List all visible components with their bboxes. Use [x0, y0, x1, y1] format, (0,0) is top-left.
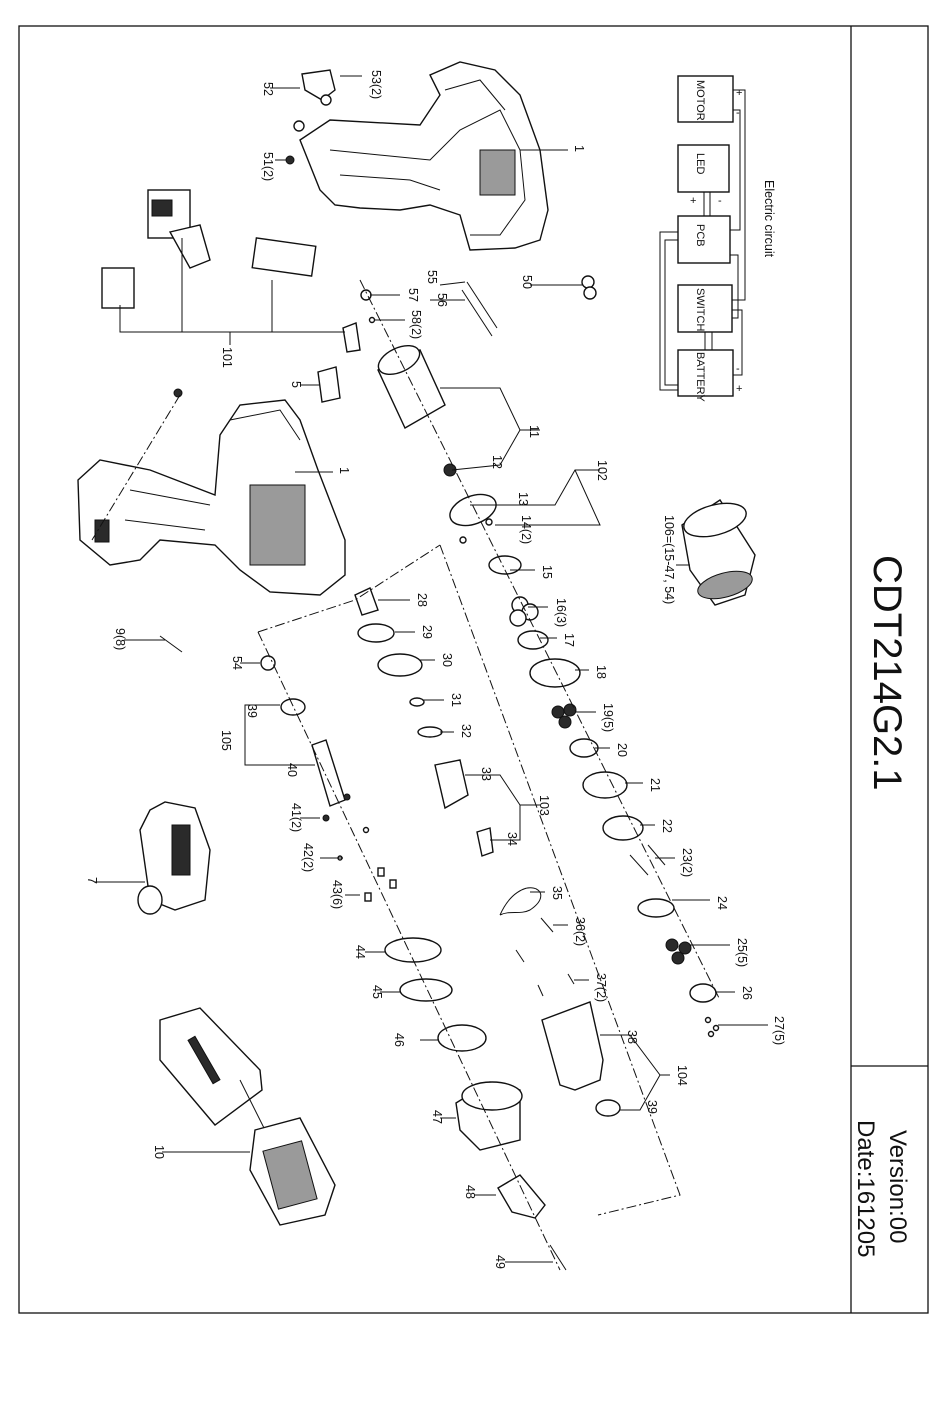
- callout-101: 101: [220, 347, 234, 368]
- circuit-sign-5: -: [736, 363, 740, 375]
- callout-29: 29: [420, 625, 434, 639]
- callout-104: 104: [675, 1065, 689, 1086]
- callout-58: 58(2): [409, 310, 423, 339]
- motor: [377, 344, 522, 575]
- callout-18: 18: [594, 665, 608, 679]
- callout-102: 102: [595, 460, 609, 481]
- front-housing-and-chuck: [455, 1001, 621, 1271]
- circuit-block-motor: MOTOR: [694, 80, 706, 121]
- callout-52: 52: [261, 82, 275, 96]
- electric-circuit: Electric circuit MOTOR LED PCB SWITCH BA…: [659, 75, 776, 402]
- circuit-sign-6: +: [736, 383, 742, 395]
- circuit-block-led: LED: [694, 153, 706, 174]
- circuit-sign-4: -: [718, 195, 722, 207]
- callout-23: 23(2): [680, 848, 694, 877]
- housing-half-left: [77, 399, 346, 596]
- callout-37: 37(2): [594, 973, 608, 1002]
- callout-17: 17: [562, 633, 576, 647]
- callout-51: 51(2): [261, 152, 275, 181]
- callout-10: 10: [152, 1145, 166, 1159]
- circuit-block-switch: SWITCH: [694, 288, 706, 331]
- callout-39-front: 39: [645, 1100, 659, 1114]
- callout-26: 26: [740, 986, 754, 1000]
- model-number: CDT214G2.1: [865, 555, 909, 791]
- callout-25: 25(5): [735, 938, 749, 967]
- callout-14: 14(2): [519, 515, 533, 544]
- small-parts: [159, 69, 597, 653]
- circuit-sign-1: +: [736, 87, 742, 99]
- callout-9: 9(8): [113, 628, 127, 650]
- circuit-block-pcb: PCB: [694, 224, 706, 247]
- callout-38: 38: [625, 1030, 639, 1044]
- callout-46: 46: [392, 1033, 406, 1047]
- callout-12: 12: [490, 455, 504, 469]
- callout-105: 105: [219, 730, 233, 751]
- housing-half-right: [299, 61, 549, 251]
- callout-39-spindle: 39: [245, 704, 259, 718]
- callout-40: 40: [285, 763, 299, 777]
- callout-56: 56: [435, 293, 449, 307]
- callout-43: 43(6): [330, 880, 344, 909]
- circuit-title: Electric circuit: [762, 180, 776, 258]
- version-label: Version:00: [884, 1130, 911, 1243]
- callout-28: 28: [415, 593, 429, 607]
- callout-5: 5: [289, 381, 303, 388]
- leader-lines: [94, 75, 768, 1263]
- callout-55: 55: [425, 270, 439, 284]
- circuit-sign-2: -: [736, 107, 740, 119]
- callout-30: 30: [440, 653, 454, 667]
- callout-44: 44: [353, 945, 367, 959]
- callout-32: 32: [459, 724, 473, 738]
- callout-20: 20: [615, 743, 629, 757]
- charger: [159, 1007, 336, 1226]
- callout-54: 54: [230, 656, 244, 670]
- gearbox-assembly-106: [681, 499, 756, 606]
- date-label: Date:161205: [852, 1120, 879, 1257]
- callout-22: 22: [660, 819, 674, 833]
- callout-36: 36(2): [573, 917, 587, 946]
- callout-50: 50: [520, 275, 534, 289]
- callout-103: 103: [537, 795, 551, 816]
- callout-49: 49: [493, 1255, 507, 1269]
- callout-41: 41(2): [289, 803, 303, 832]
- callout-13: 13: [516, 492, 530, 506]
- callout-48: 48: [463, 1185, 477, 1199]
- clutch-parts: [354, 587, 575, 997]
- callout-1-lower: 1: [337, 467, 351, 474]
- callout-53: 53(2): [369, 70, 383, 99]
- spindle-parts: [260, 655, 487, 1052]
- callout-57: 57: [406, 288, 420, 302]
- callout-33: 33: [479, 767, 493, 781]
- callout-labels: 1 1 5 7 9(8) 10 11 12 13 14(2) 15 16(3) …: [85, 70, 786, 1269]
- gearbox-parts: [509, 596, 720, 1038]
- callout-34: 34: [505, 832, 519, 846]
- circuit-block-battery: BATTERY: [694, 352, 706, 402]
- callout-21: 21: [648, 778, 662, 792]
- drawing-frame: [18, 25, 929, 1314]
- callout-15: 15: [540, 565, 554, 579]
- callout-24: 24: [715, 896, 729, 910]
- callout-19: 19(5): [601, 703, 615, 732]
- callout-27: 27(5): [772, 1016, 786, 1045]
- callout-47: 47: [430, 1110, 444, 1124]
- callout-31: 31: [449, 693, 463, 707]
- callout-45: 45: [370, 985, 384, 999]
- switch-assembly: [101, 189, 361, 353]
- callout-7: 7: [85, 877, 99, 884]
- circuit-sign-3: +: [690, 195, 696, 207]
- callout-35: 35: [550, 886, 564, 900]
- battery-pack: [137, 801, 211, 915]
- callout-11: 11: [527, 425, 541, 438]
- callout-16: 16(3): [554, 598, 568, 627]
- callout-1-upper: 1: [572, 145, 586, 152]
- callout-106: 106=(15-47, 54): [662, 515, 676, 604]
- callout-42: 42(2): [301, 843, 315, 872]
